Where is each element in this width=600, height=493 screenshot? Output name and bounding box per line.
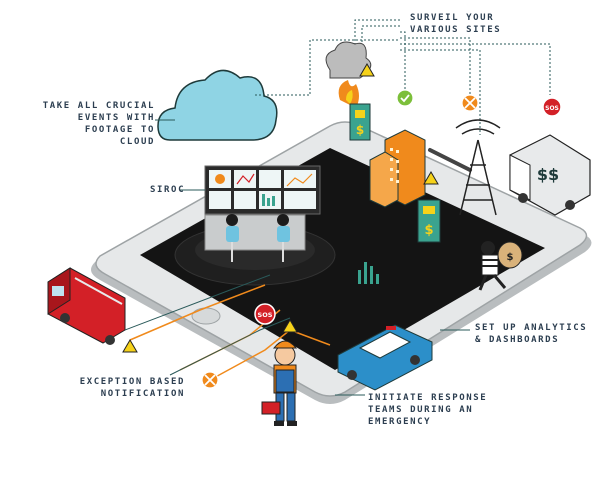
siroc-label: SIROC: [150, 185, 186, 195]
svg-text:SOS: SOS: [545, 105, 559, 112]
label-leader-lines: [155, 119, 470, 396]
sos-badge-top: SOS: [542, 97, 562, 117]
buildings: [369, 129, 426, 208]
cell-tower: [455, 119, 501, 216]
police-car: [337, 324, 433, 391]
wrench-icon-2: [201, 371, 219, 389]
analytics-label: SET UP ANALYTICS & DASHBOARDS: [475, 323, 588, 345]
cash-van: $$: [509, 134, 591, 216]
home-button: [191, 307, 221, 325]
response-label: INITIATE RESPONSE TEAMS DURING AN EMERGE…: [368, 393, 488, 427]
fire-truck: [47, 267, 126, 345]
money-label: $$: [537, 165, 559, 184]
exception-label: EXCEPTION BASED NOTIFICATION: [79, 377, 185, 399]
surveil-label: SURVEIL YOUR VARIOUS SITES: [410, 13, 502, 35]
svg-text:SOS: SOS: [258, 311, 273, 319]
warning-icon: [122, 63, 439, 353]
operator-1: [226, 214, 238, 226]
check-icon: [396, 89, 414, 107]
cloud-events-label: TAKE ALL CRUCIAL EVENTS WITH FOOTAGE TO …: [42, 101, 155, 147]
speaker-slot: [428, 148, 472, 172]
gas-station-fire: $: [325, 41, 372, 141]
toolbox-icon: [261, 401, 281, 415]
response-worker: [261, 340, 298, 426]
teal-lines: [124, 274, 291, 376]
operator-2: [277, 214, 289, 226]
gas-pump-2: $: [417, 199, 441, 243]
dollar-sign-3: $: [507, 252, 514, 263]
cloud-icon: [157, 69, 278, 141]
siroc-control-room: [174, 165, 336, 286]
connection-lines: [255, 19, 551, 135]
analytics-bars-icon: [358, 262, 379, 284]
wrench-icon: [461, 94, 479, 112]
thief: $: [478, 241, 523, 291]
sos-badge-screen: SOS: [254, 303, 276, 325]
dollar-sign-1: $: [356, 123, 364, 137]
money-bag: [497, 241, 523, 269]
dollar-sign-2: $: [424, 223, 433, 238]
